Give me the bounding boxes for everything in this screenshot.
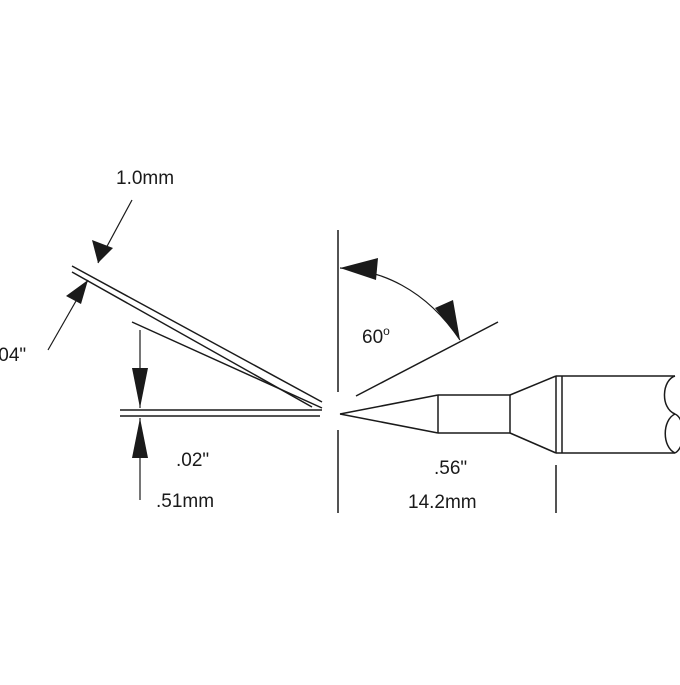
tip-arrow-bottom xyxy=(132,418,148,458)
length-mm-label: 14.2mm xyxy=(408,492,477,513)
thickness-dimension: 1.0mm .04" xyxy=(0,168,174,366)
cone-lower xyxy=(339,413,439,434)
angle-arrow-right xyxy=(435,300,460,340)
length-dimension: .56" 14.2mm xyxy=(337,430,557,513)
cone-upper xyxy=(339,394,439,415)
thickness-mm-label: 1.0mm xyxy=(116,168,174,189)
tip-dimension: .02" .51mm xyxy=(132,330,214,512)
blade-top-edge xyxy=(71,265,323,403)
angle-arc xyxy=(339,267,461,341)
angle-arrow-left xyxy=(340,258,378,280)
length-in-label: .56" xyxy=(434,458,467,479)
angle-dimension: 60o xyxy=(337,230,499,397)
tip-in-label: .02" xyxy=(176,450,209,471)
thickness-arrow-bottom xyxy=(66,280,88,304)
tip-profile xyxy=(339,375,680,454)
angle-oblique-line xyxy=(355,321,499,397)
blade-lower-bevel xyxy=(131,321,323,409)
break-line-lower xyxy=(664,413,676,454)
thickness-in-label: .04" xyxy=(0,345,26,366)
break-line-upper xyxy=(663,375,676,415)
tip-arrow-top xyxy=(132,368,148,408)
thickness-arrow-top xyxy=(92,240,113,263)
break-line-right xyxy=(674,413,680,454)
blade-upper-edge xyxy=(71,271,313,408)
angle-label: 60o xyxy=(362,324,390,348)
flare-upper xyxy=(509,375,557,396)
blade-profile xyxy=(71,265,323,417)
flare-lower xyxy=(509,432,557,454)
tip-mm-label: .51mm xyxy=(156,491,214,512)
